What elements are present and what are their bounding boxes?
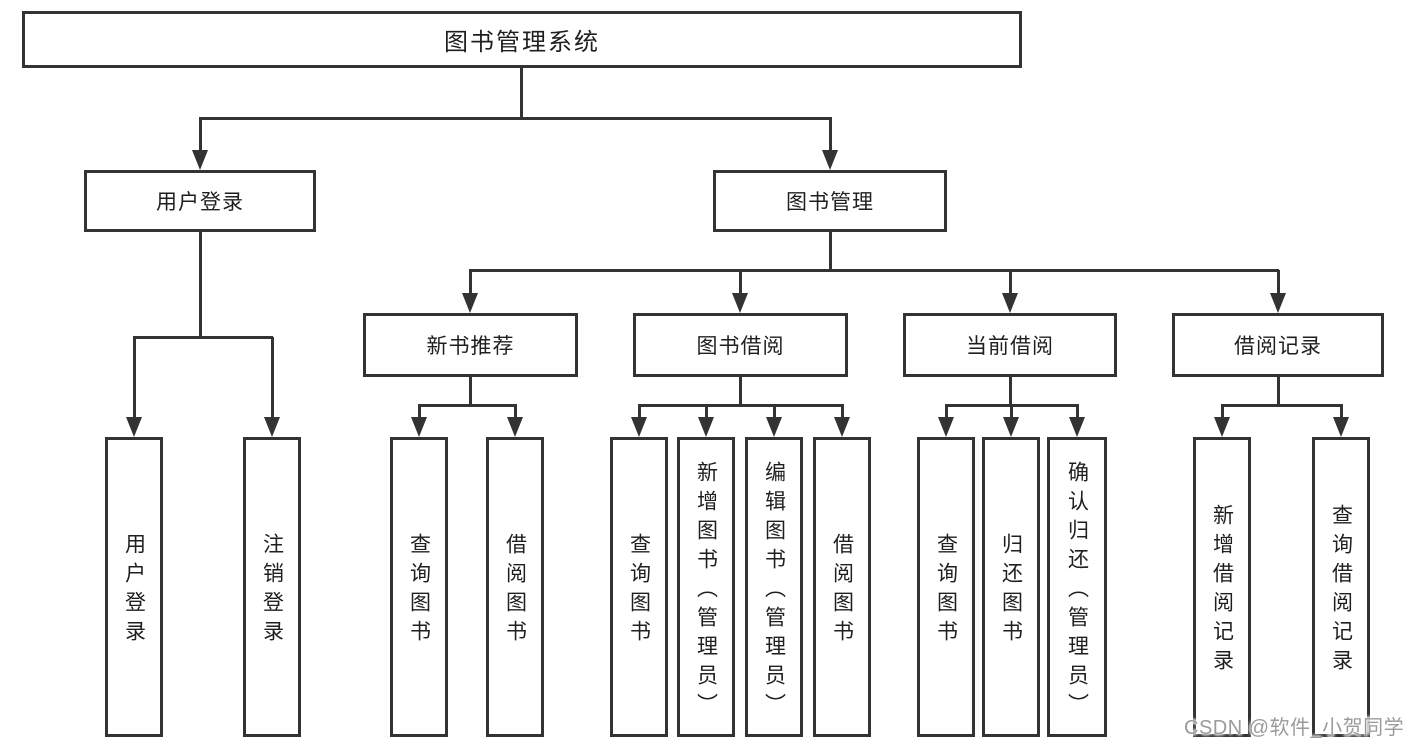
connector-management-stem (829, 232, 832, 272)
connector-arrowhead (698, 417, 714, 437)
connector-records-stem (1277, 377, 1280, 407)
connector-arrowhead (631, 417, 647, 437)
csdn-watermark: CSDN @软件_小贺同学 (1184, 717, 1405, 739)
connector-arrowhead (732, 293, 748, 313)
connector-arrow-shaft (133, 337, 136, 419)
node-borrow-records: 借阅记录 (1172, 313, 1384, 377)
node-new-book-recommend: 新书推荐 (363, 313, 578, 377)
leaf-logout: 注销登录 (243, 437, 301, 737)
connector-arrow-shaft (945, 405, 948, 419)
connector-arrow-shaft (514, 405, 517, 419)
leaf-current-query-books: 查询图书 (917, 437, 975, 737)
connector-arrow-shaft (1010, 405, 1013, 419)
connector-arrow-shaft (829, 118, 832, 152)
connector-root-stem (520, 68, 523, 120)
leaf-user-login: 用户登录 (105, 437, 163, 737)
connector-arrowhead (126, 417, 142, 437)
connector-arrowhead (1002, 293, 1018, 313)
connector-level2-rail (199, 117, 832, 120)
connector-arrowhead (1069, 417, 1085, 437)
leaf-records-add-record: 新增借阅记录 (1193, 437, 1251, 737)
connector-login-rail (133, 336, 273, 339)
connector-arrow-shaft (1221, 405, 1224, 419)
leaf-borrow-edit-books-admin: 编辑图书（管理员） (745, 437, 803, 737)
connector-arrow-shaft (1076, 405, 1079, 419)
connector-records-rail (1221, 404, 1343, 407)
leaf-recommend-query-books: 查询图书 (390, 437, 448, 737)
connector-arrow-shaft (271, 337, 274, 419)
node-book-borrow: 图书借阅 (633, 313, 848, 377)
leaf-current-return-books: 归还图书 (982, 437, 1040, 737)
connector-arrowhead (834, 417, 850, 437)
connector-arrow-shaft (1277, 270, 1280, 295)
connector-arrowhead (1003, 417, 1019, 437)
leaf-borrow-query-books: 查询图书 (610, 437, 668, 737)
connector-arrowhead (1214, 417, 1230, 437)
node-root-library-system: 图书管理系统 (22, 11, 1022, 68)
connector-arrow-shaft (469, 270, 472, 295)
connector-arrowhead (1270, 293, 1286, 313)
connector-arrow-shaft (705, 405, 708, 419)
connector-recommend-rail (418, 404, 517, 407)
connector-arrow-shaft (773, 405, 776, 419)
connector-arrowhead (192, 150, 208, 170)
connector-borrow-stem (739, 377, 742, 407)
leaf-recommend-borrow-books: 借阅图书 (486, 437, 544, 737)
connector-arrow-shaft (199, 118, 202, 152)
connector-arrowhead (507, 417, 523, 437)
connector-current-stem (1009, 377, 1012, 407)
connector-recommend-stem (469, 377, 472, 407)
node-current-borrow: 当前借阅 (903, 313, 1117, 377)
leaf-borrow-add-books-admin: 新增图书（管理员） (677, 437, 735, 737)
node-user-login-group: 用户登录 (84, 170, 316, 232)
connector-arrowhead (264, 417, 280, 437)
connector-arrowhead (822, 150, 838, 170)
leaf-records-query-record: 查询借阅记录 (1312, 437, 1370, 737)
connector-borrow-rail (638, 404, 844, 407)
connector-arrow-shaft (1009, 270, 1012, 295)
connector-arrow-shaft (418, 405, 421, 419)
leaf-borrow-borrow-books: 借阅图书 (813, 437, 871, 737)
connector-level3-rail (469, 269, 1279, 272)
node-book-management: 图书管理 (713, 170, 947, 232)
connector-arrowhead (938, 417, 954, 437)
connector-arrow-shaft (638, 405, 641, 419)
connector-arrowhead (411, 417, 427, 437)
connector-arrowhead (1333, 417, 1349, 437)
connector-arrowhead (462, 293, 478, 313)
connector-arrow-shaft (841, 405, 844, 419)
connector-login-stem (199, 232, 202, 339)
connector-arrow-shaft (1340, 405, 1343, 419)
leaf-current-confirm-return-admin: 确认归还（管理员） (1047, 437, 1107, 737)
connector-arrowhead (766, 417, 782, 437)
connector-arrow-shaft (739, 270, 742, 295)
